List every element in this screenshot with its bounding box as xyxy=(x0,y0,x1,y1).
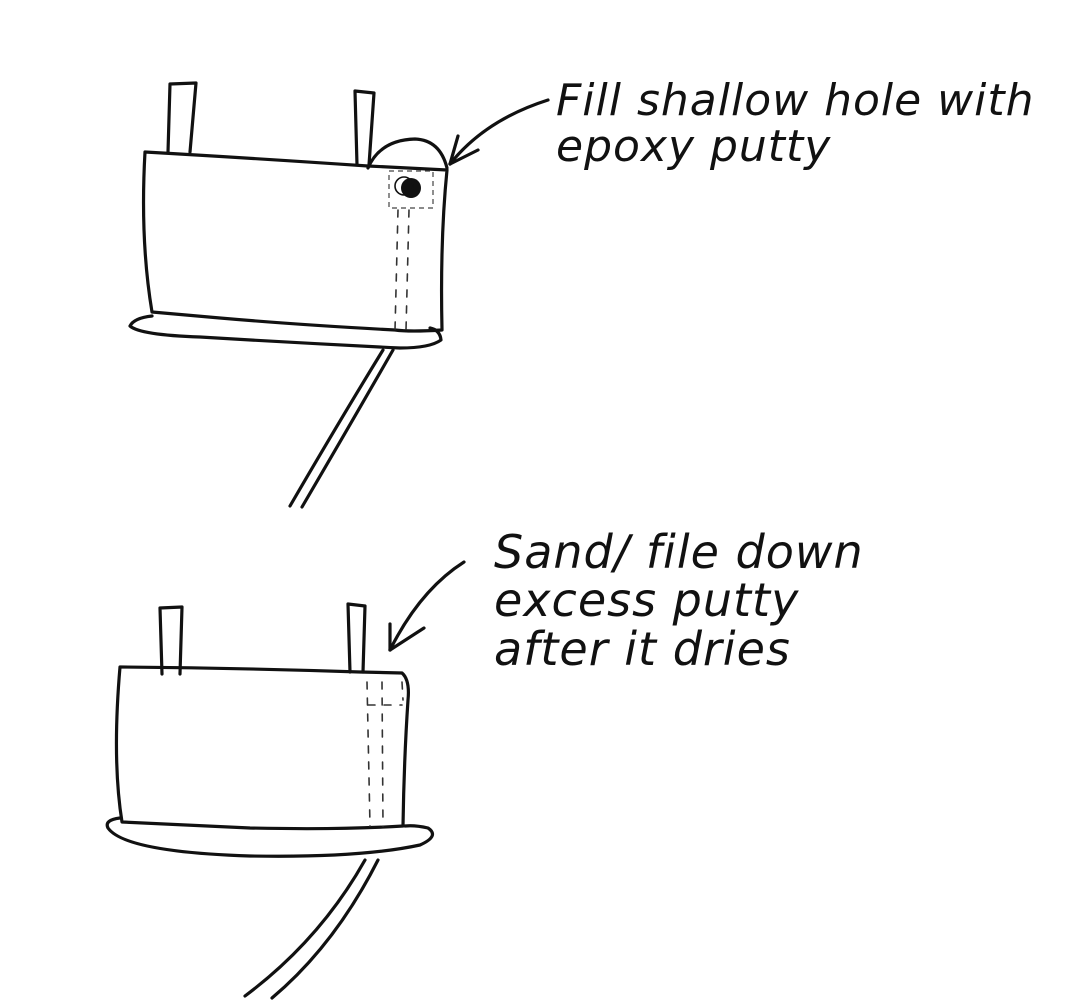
box-body xyxy=(114,665,410,831)
step-1-drawing xyxy=(128,81,550,509)
putty-bump xyxy=(366,137,449,170)
annotation-line: after it dries xyxy=(494,621,791,676)
prong-left xyxy=(158,605,184,676)
arrow-icon xyxy=(448,98,550,166)
step-2-drawing xyxy=(105,560,466,1000)
step-1-annotation: Fill shallow hole with epoxy putty xyxy=(556,75,1056,173)
prong-right xyxy=(346,602,367,674)
annotation-line: excess putty xyxy=(494,573,800,628)
hole-icon xyxy=(388,170,434,209)
step-2-annotation: Sand/ file down excess putty after it dr… xyxy=(494,528,894,673)
cord xyxy=(243,858,367,998)
prong-left xyxy=(166,81,198,154)
prong-right xyxy=(353,89,376,167)
annotation-line: epoxy putty xyxy=(556,121,832,173)
annotation-line: Fill shallow hole with xyxy=(556,75,1035,126)
base-plate xyxy=(128,314,443,350)
box-body xyxy=(141,150,449,333)
base-plate xyxy=(105,816,435,858)
annotation-line: Sand/ file down xyxy=(494,525,864,579)
arrow-icon xyxy=(388,560,466,652)
cord xyxy=(288,348,385,508)
